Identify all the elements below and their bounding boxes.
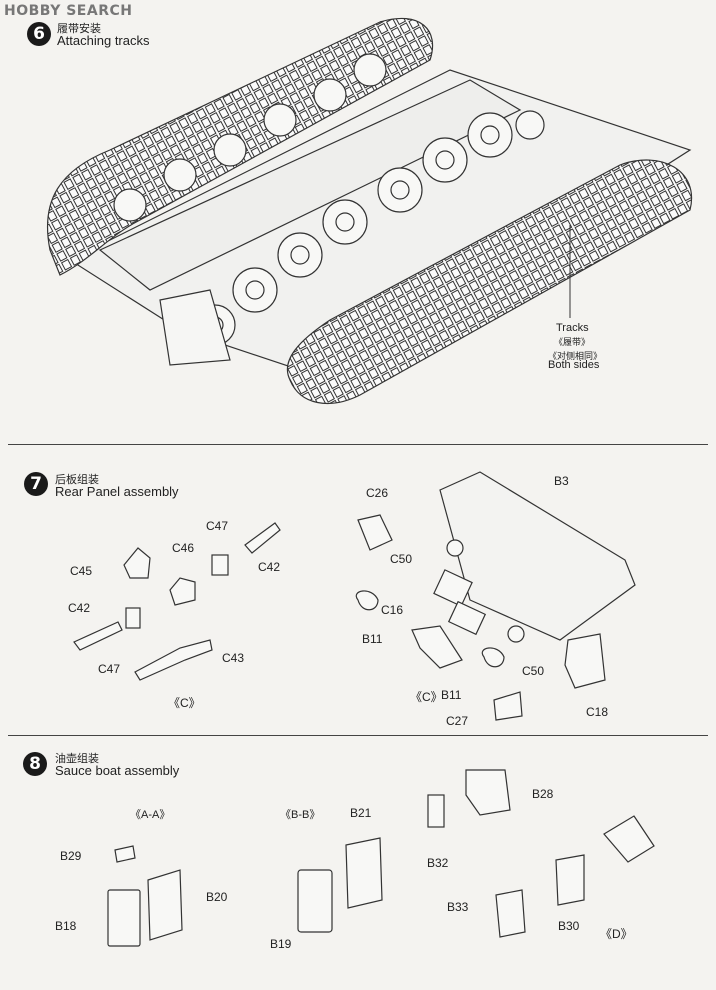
part-label-b11: B11 [441,688,462,702]
step-6-title-cn: 履带安装 [57,22,101,35]
part-label-b11: B11 [362,632,383,646]
part-label-c16: C16 [381,603,404,617]
section-divider-1 [8,444,708,445]
part-label-b21: B21 [350,806,372,820]
both-sides-en: Both sides [548,359,600,371]
part-label-b29: B29 [60,849,82,863]
sprue-label-c: 《C》 [410,690,443,704]
part-label-b19: B19 [270,937,292,951]
step-7-badge: 7 [24,472,48,496]
part-label-c18: C18 [586,705,609,719]
part-label-c47: C47 [206,519,229,533]
part-label-c43: C43 [222,651,245,665]
step-8-title-cn: 油壶组装 [55,752,99,765]
part-label-b32: B32 [427,856,449,870]
sprue-label-d: 《D》 [600,927,633,941]
tracks-label-en: Tracks [556,322,589,334]
section-label-aa: 《A-A》 [130,809,171,821]
part-label-c42: C42 [68,601,91,615]
part-label-c26: C26 [366,486,389,500]
part-label-b33: B33 [447,900,469,914]
part-label-b28: B28 [532,787,554,801]
part-label-b20: B20 [206,890,228,904]
step-7-title-cn: 后板组装 [55,473,99,486]
part-label-c42: C42 [258,560,281,574]
step-8-badge: 8 [23,752,47,776]
part-label-c46: C46 [172,541,195,555]
part-label-b30: B30 [558,919,580,933]
sauce-boat-parts-drawing [107,769,655,947]
part-label-c27: C27 [446,714,469,728]
step-6-badge: 6 [27,22,51,46]
watermark-logo: HOBBY SEARCH [4,3,133,19]
section-label-bb: 《B-B》 [280,809,321,821]
part-label-c47: C47 [98,662,121,676]
part-label-b18: B18 [55,919,77,933]
sprue-label-c: 《C》 [168,696,201,710]
section-divider-2 [8,735,708,736]
both-sides-cn: 《对侧相同》 [548,352,603,362]
step-7-title-en: Rear Panel assembly [55,484,179,499]
hull-chassis-drawing [46,17,693,404]
part-label-c45: C45 [70,564,93,578]
part-label-b3: B3 [554,474,569,488]
tracks-label-cn: 《履带》 [554,338,591,348]
step-8-title-en: Sauce boat assembly [55,763,180,778]
rear-panel-parts-drawing [73,471,636,721]
part-label-c50: C50 [390,552,413,566]
part-label-c50: C50 [522,664,545,678]
step-6-title-en: Attaching tracks [57,33,150,48]
